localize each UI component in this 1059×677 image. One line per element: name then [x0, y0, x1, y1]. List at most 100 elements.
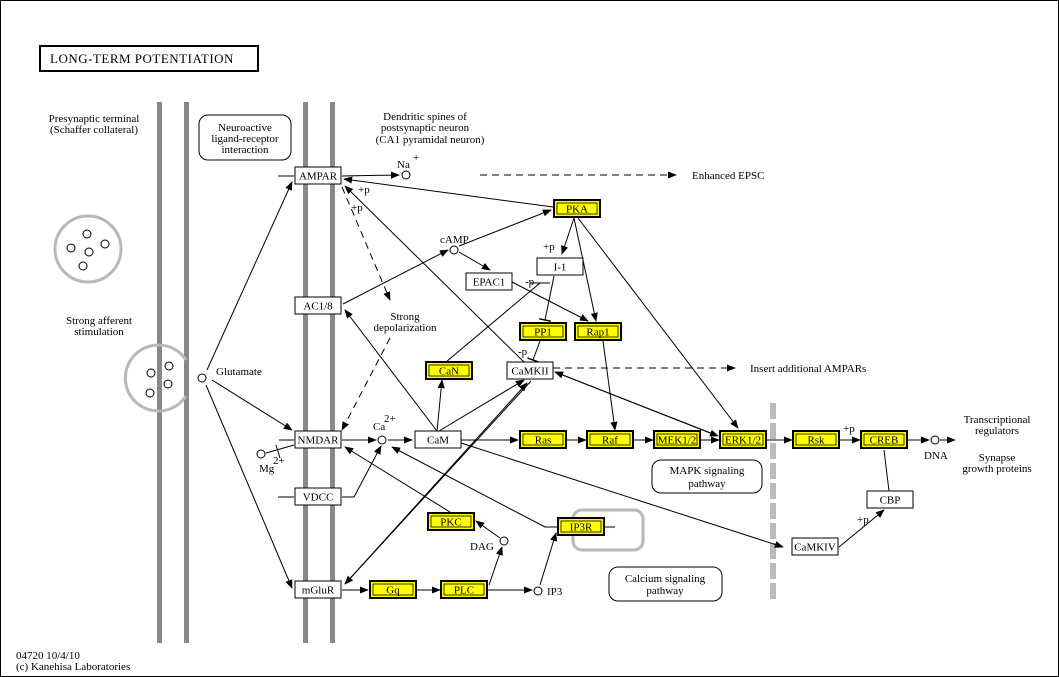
- gene-label-gq: Gq: [386, 585, 400, 597]
- neuroactive-pathway-link[interactable]: Neuroactive ligand-receptor interaction: [198, 114, 292, 161]
- dendritic-label-2: postsynaptic neuron: [381, 122, 470, 134]
- gene-node-ampar[interactable]: AMPAR: [294, 166, 342, 185]
- edge-i1-pp1: [538, 275, 555, 322]
- gene-node-mglur[interactable]: mGluR: [294, 580, 342, 599]
- svg-text:Calcium signaling: Calcium signaling: [625, 573, 706, 585]
- edge-pp1-camkii: [527, 340, 541, 363]
- edge-ampar-na: [341, 171, 400, 179]
- edge-camp-pka: [458, 209, 552, 247]
- edge-plc-dag: [488, 546, 503, 586]
- edge-depolarization-nmdar: [341, 337, 391, 431]
- gene-label-rsk: Rsk: [807, 435, 825, 447]
- vesicle-fusing: [123, 343, 188, 413]
- edge-labels: +p +p +p -p -p +p +p: [351, 184, 869, 526]
- map-title: LONG-TERM POTENTIATION: [39, 45, 259, 72]
- gene-node-cam[interactable]: CaM: [414, 430, 462, 449]
- compound-dna[interactable]: DNA: [924, 435, 948, 462]
- svg-text:+: +: [413, 152, 419, 164]
- compound-glutamate[interactable]: Glutamate: [197, 366, 262, 383]
- edge-vdcc-ca: [342, 445, 382, 498]
- svg-text:Neuroactive: Neuroactive: [218, 122, 272, 134]
- gene-node-rap1[interactable]: Rap1: [574, 322, 622, 341]
- i1-dephospho-label: -p: [525, 276, 535, 288]
- gene-node-epac1[interactable]: EPAC1: [465, 272, 513, 291]
- edge-epac-rap1: [511, 281, 589, 322]
- outputs: Enhanced EPSC Insert additional AMPARs T…: [692, 170, 1032, 475]
- edge-ac-camp: [342, 249, 449, 305]
- dendritic-label-3: (CA1 pyramidal neuron): [376, 134, 485, 146]
- calcium-pathway-link[interactable]: Calcium signaling pathway: [608, 566, 723, 602]
- gene-node-plc[interactable]: PLC: [440, 580, 488, 599]
- svg-text:ligand-receptor: ligand-receptor: [211, 133, 279, 145]
- vesicle-resting: [53, 214, 123, 284]
- gene-node-raf[interactable]: Raf: [586, 430, 634, 449]
- gene-node-ras[interactable]: Ras: [519, 430, 567, 449]
- edge-camkiv-cbp: [838, 509, 885, 548]
- svg-text:MAPK signaling: MAPK signaling: [670, 465, 745, 477]
- edge-cam-camkiv: [460, 442, 784, 548]
- edge-dag-pkc: [475, 520, 501, 539]
- gene-label-rap1: Rap1: [586, 327, 609, 339]
- presynaptic-membrane-outer: [157, 102, 162, 643]
- gene-node-pp1[interactable]: PP1: [519, 322, 567, 341]
- svg-text:pathway: pathway: [688, 478, 726, 490]
- stimulation-label-2: stimulation: [74, 326, 124, 338]
- synapse-label-1: Synapse: [979, 452, 1016, 464]
- edge-rap1-raf: [602, 340, 618, 431]
- gene-node-mek12[interactable]: MEK1/2: [653, 430, 701, 449]
- gene-label-cbp: CBP: [880, 495, 901, 507]
- gene-node-can[interactable]: CaN: [425, 361, 473, 380]
- creb-phospho-label: +p: [843, 423, 855, 435]
- edge-ip3-ip3r: [539, 532, 558, 586]
- gene-node-pkc[interactable]: PKC: [427, 512, 475, 531]
- compound-mg[interactable]: Mg 2+: [256, 449, 285, 475]
- edge-glutamate-ampar: [206, 181, 293, 371]
- postsynaptic-membrane-inner: [330, 102, 335, 643]
- compound-camp[interactable]: cAMP: [440, 234, 469, 255]
- edge-camp-epac: [458, 251, 491, 271]
- gene-node-nmdar[interactable]: NMDAR: [294, 430, 342, 449]
- gene-node-vdcc[interactable]: VDCC: [294, 487, 342, 506]
- gene-label-mglur: mGluR: [302, 585, 335, 597]
- presynaptic-sub-label: (Schaffer collateral): [50, 124, 138, 136]
- gene-node-pka[interactable]: PKA: [553, 199, 601, 218]
- gene-node-creb[interactable]: CREB: [860, 430, 908, 449]
- cbp-phospho-label: +p: [857, 514, 869, 526]
- edge-pka-erk: [577, 217, 739, 429]
- compound-ip3[interactable]: IP3: [533, 586, 563, 598]
- edge-cam-can: [436, 379, 445, 432]
- gene-node-ac18[interactable]: AC1/8: [294, 296, 342, 315]
- gene-node-i1[interactable]: I-1: [536, 257, 584, 276]
- copyright: (c) Kanehisa Laboratories: [16, 661, 130, 673]
- gene-node-ip3r[interactable]: IP3R: [557, 517, 605, 536]
- depolarization-label-1: Strong: [390, 311, 420, 323]
- edges: [205, 171, 956, 594]
- edge-creb-cbp: [883, 449, 890, 492]
- gene-label-vdcc: VDCC: [303, 492, 334, 504]
- compound-dag[interactable]: DAG: [470, 536, 509, 553]
- compound-na[interactable]: Na +: [397, 152, 419, 180]
- mapk-pathway-link[interactable]: MAPK signaling pathway: [651, 459, 763, 494]
- gene-node-gq[interactable]: Gq: [369, 580, 417, 599]
- gene-node-rsk[interactable]: Rsk: [792, 430, 840, 449]
- gene-node-erk12[interactable]: ERK1/2: [719, 430, 767, 449]
- gene-label-creb: CREB: [870, 435, 899, 447]
- membranes: [157, 102, 335, 643]
- gene-label-raf: Raf: [602, 435, 618, 447]
- edge-pka-i1: [561, 217, 575, 255]
- gene-label-i1: I-1: [554, 262, 567, 274]
- enhanced-epsc-label: Enhanced EPSC: [692, 170, 764, 182]
- gene-node-camkiv[interactable]: CaMKIV: [791, 537, 839, 556]
- compound-ca[interactable]: Ca 2+: [373, 413, 396, 445]
- gene-label-epac1: EPAC1: [473, 277, 506, 289]
- edge-glutamate-nmdar: [211, 379, 293, 431]
- svg-text:Ca: Ca: [373, 421, 385, 433]
- svg-text:Mg: Mg: [259, 463, 275, 475]
- gene-node-cbp[interactable]: CBP: [866, 490, 914, 509]
- ampar-phospho-label-2: +p: [351, 202, 363, 214]
- gene-label-plc: PLC: [454, 585, 474, 597]
- map-title-text: LONG-TERM POTENTIATION: [50, 51, 234, 66]
- gene-node-camkii[interactable]: CaMKII: [506, 361, 554, 380]
